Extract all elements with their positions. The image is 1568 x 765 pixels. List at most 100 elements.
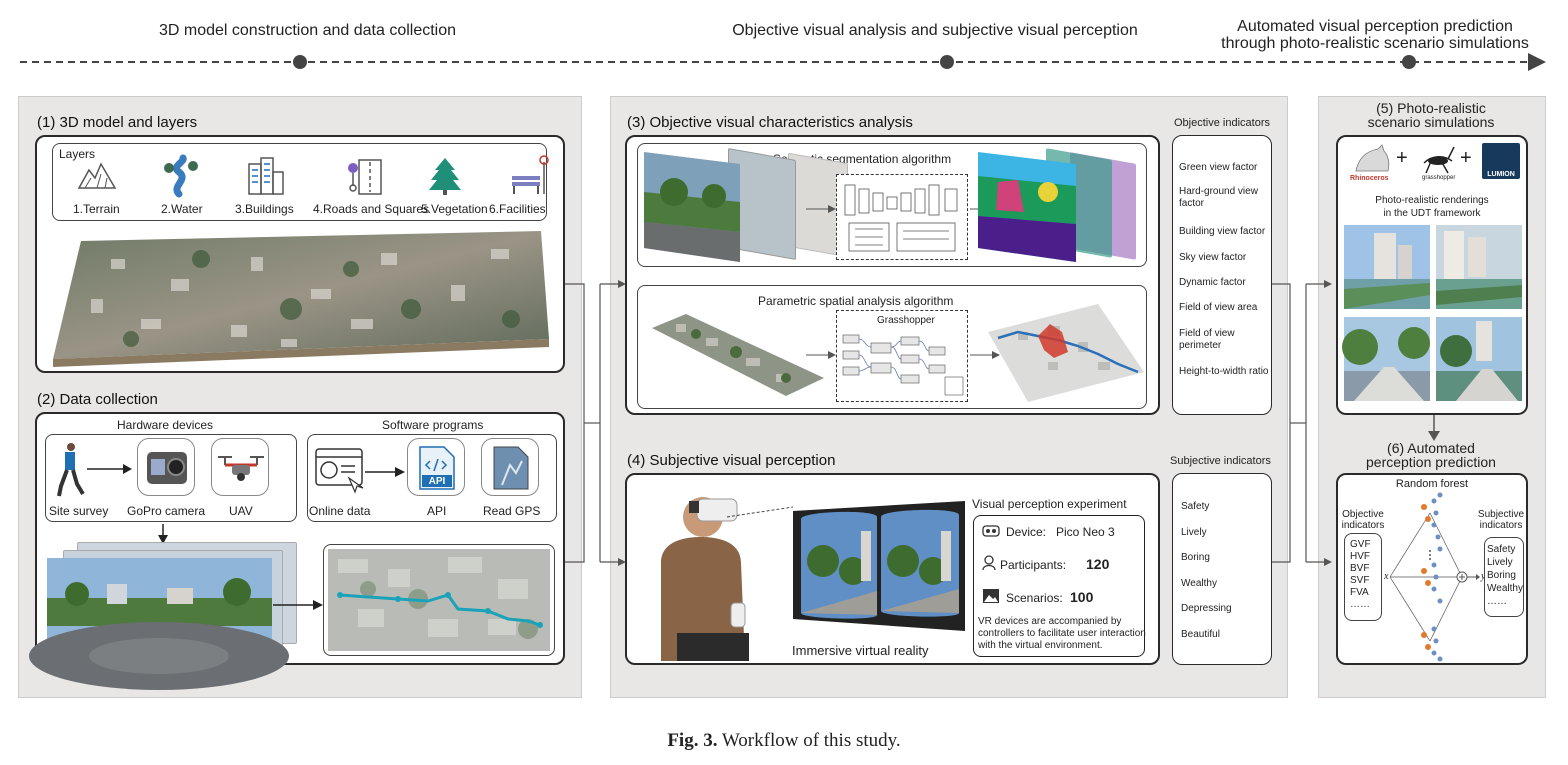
arrow-to-panorama — [158, 524, 168, 544]
arrow-to-gps-map — [273, 600, 323, 610]
section-6-title-line1: (6) Automated — [1387, 440, 1475, 456]
random-forest-title: Random forest — [1395, 478, 1469, 490]
vegetation-icon — [429, 158, 461, 195]
uav-label: UAV — [229, 504, 253, 518]
timeline-node-1 — [293, 55, 307, 69]
rf-input-svf: SVF — [1350, 575, 1370, 586]
timeline-node-2 — [940, 55, 954, 69]
grasshopper-script-title: Grasshopper — [877, 315, 935, 326]
random-forest-tree-diagram — [1389, 492, 1480, 662]
indicator-height-width: Height-to-width ratio — [1179, 366, 1269, 377]
grasshopper-logo-label: grasshopper — [1422, 175, 1456, 181]
timeline-arrow — [20, 53, 1546, 71]
read-gps-label: Read GPS — [483, 504, 541, 518]
rf-objective-label-line1: Objective — [1342, 509, 1384, 520]
layer-label-buildings: 3.Buildings — [235, 202, 294, 216]
connector-stage2-to-stage3 — [1272, 280, 1332, 566]
rf-objective-inputs-box: GVF HVF BVF SVF FVA …… — [1344, 533, 1382, 621]
vpe-details-box: Device: Pico Neo 3 Participants: 120 Sce… — [973, 515, 1146, 657]
online-data-browser-icon — [315, 448, 364, 494]
indicator-sky-view: Sky view factor — [1179, 252, 1247, 263]
rhinoceros-label: Rhinoceros — [1350, 175, 1389, 182]
parametric-box: Parametric spatial analysis algorithm Gr… — [637, 285, 1147, 409]
rf-subjective-outputs-box: Safety Lively Boring Wealthy …… — [1484, 537, 1524, 617]
rf-input-more: …… — [1350, 599, 1370, 610]
parametric-3d-model-image — [652, 314, 824, 396]
caption-label: Fig. 3. — [667, 730, 718, 751]
hardware-title: Hardware devices — [117, 418, 214, 432]
rf-input-gvf: GVF — [1350, 539, 1371, 550]
gps-track-map-image — [328, 549, 550, 651]
device-value: Pico Neo 3 — [1056, 525, 1115, 539]
rf-objective-label-line2: indicators — [1341, 520, 1385, 531]
grasshopper-script-box: Grasshopper — [836, 310, 968, 402]
subjective-safety: Safety — [1181, 501, 1210, 512]
rf-input-hvf: HVF — [1350, 551, 1370, 562]
vr-user-photo — [661, 497, 749, 661]
phase-3-title-line1: Automated visual perception prediction — [1237, 18, 1513, 35]
panorama-360-image — [29, 558, 289, 690]
layer-label-roads: 4.Roads and Squares — [313, 202, 430, 216]
api-label: API — [427, 504, 447, 518]
rf-input-bvf: BVF — [1350, 563, 1370, 574]
section-3-card: Semantic segmentation algorithm — [625, 135, 1160, 415]
section-5-title-line1: (5) Photo-realistic — [1376, 100, 1486, 116]
segmentation-network-box — [836, 174, 968, 260]
renderings-title-line2: in the UDT framework — [1383, 208, 1481, 219]
segmentation-result-image — [978, 152, 1076, 262]
rf-y-label: y — [1481, 571, 1485, 582]
city-3d-model-image — [53, 231, 549, 367]
scenarios-label: Scenarios: — [1006, 591, 1063, 605]
facilities-icon — [512, 155, 549, 194]
uav-box — [211, 438, 269, 496]
vr-headset-icon — [982, 525, 1000, 537]
gopro-box — [137, 438, 195, 496]
parametric-title: Parametric spatial analysis algorithm — [758, 294, 954, 308]
buildings-icon — [248, 157, 284, 195]
subjective-indicators-title: Subjective indicators — [1170, 455, 1271, 467]
layers-title: Layers — [59, 147, 96, 161]
arrow-into-network — [806, 205, 836, 213]
layer-label-water: 2.Water — [161, 202, 203, 216]
rf-x-label: x — [1384, 571, 1389, 582]
vr-controllers-note: VR devices are accompanied by controller… — [978, 616, 1146, 651]
layers-box: Layers — [52, 143, 549, 221]
rendering-image-4 — [1436, 317, 1522, 401]
participants-icon — [982, 555, 996, 571]
figure-caption: Fig. 3. Workflow of this study. — [0, 730, 1568, 752]
site-survey-runner-icon — [57, 443, 85, 497]
rf-subjective-label-line2: indicators — [1479, 520, 1523, 531]
arrow-to-gopro — [87, 464, 132, 474]
terrain-icon — [77, 162, 117, 189]
indicator-dynamic: Dynamic factor — [1179, 277, 1246, 288]
vpe-title: Visual perception experiment — [972, 497, 1127, 511]
gopro-camera-icon — [147, 452, 187, 484]
device-label: Device: — [1006, 525, 1047, 539]
gps-map-frame — [323, 544, 555, 656]
subjective-depressing: Depressing — [1181, 603, 1232, 614]
timeline-node-3 — [1402, 55, 1416, 69]
rendering-image-1 — [1344, 225, 1430, 309]
rf-output-safety: Safety — [1487, 544, 1516, 555]
api-document-icon — [419, 446, 455, 490]
online-data-label: Online data — [309, 504, 371, 518]
indicator-fov-perimeter: Field of view perimeter — [1179, 328, 1235, 351]
section-6-title-line2: perception prediction — [1366, 454, 1496, 470]
plus-sign-2: + — [1460, 147, 1472, 169]
plus-sign-1: + — [1396, 147, 1408, 169]
rf-subjective-label-line1: Subjective — [1477, 509, 1525, 520]
arrow-to-analysis-result — [970, 351, 1000, 359]
rf-output-more: …… — [1487, 596, 1507, 607]
gopro-label: GoPro camera — [127, 504, 206, 518]
layer-label-terrain: 1.Terrain — [73, 202, 120, 216]
objective-indicators-title: Objective indicators — [1174, 117, 1270, 129]
uav-drone-icon — [218, 456, 264, 481]
indicator-hard-ground-view: Hard-ground view factor — [1179, 186, 1258, 209]
indicator-fov-area: Field of view area — [1179, 302, 1258, 313]
phase-1-title: 3D model construction and data collectio… — [158, 22, 457, 39]
connector-stage1-to-stage2 — [565, 280, 626, 566]
subjective-wealthy: Wealthy — [1181, 578, 1217, 589]
subjective-indicators-box: Safety Lively Boring Wealthy Depressing … — [1172, 473, 1272, 665]
grasshopper-node-graph — [842, 334, 964, 396]
rf-output-lively: Lively — [1487, 557, 1513, 568]
